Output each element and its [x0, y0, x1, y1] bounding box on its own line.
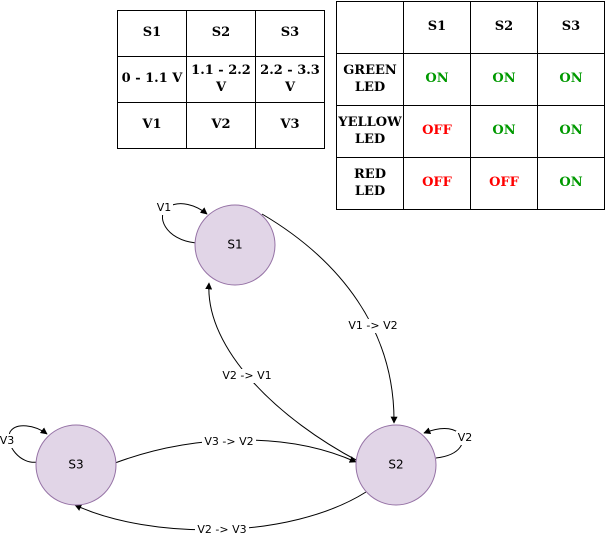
- state-node-s3: [35, 424, 117, 506]
- table-cell: S1: [117, 10, 187, 57]
- edge-label-s3-to-s2: V3 -> V2: [204, 435, 253, 448]
- row-label-line: LED: [354, 131, 386, 147]
- led-status-cell: ON: [537, 157, 605, 210]
- edge-label-s1-to-s2: V1 -> V2: [348, 319, 397, 332]
- state-label-s1: S1: [227, 238, 242, 252]
- table-cell: 2.2 - 3.3 V: [255, 56, 325, 103]
- table-header-cell: S2: [470, 1, 538, 54]
- edge-label-background: [221, 369, 273, 383]
- led-status-cell: OFF: [403, 157, 471, 210]
- state-label-s2: S2: [388, 458, 403, 472]
- row-label-line: YELLOW: [338, 114, 402, 130]
- edge-label-background: [195, 523, 249, 537]
- table-row: S1 S2 S3: [336, 1, 605, 54]
- transition-s1-to-s2: [261, 213, 398, 424]
- led-status-cell: OFF: [403, 105, 471, 158]
- table-cell: S2: [186, 10, 256, 57]
- state-node-s2: [355, 424, 437, 506]
- row-label-line: GREEN: [343, 62, 397, 78]
- table-cell: V2: [186, 102, 256, 149]
- edge-label-s3-self: V3: [0, 434, 14, 447]
- transition-s3-self-loop: [8, 425, 48, 463]
- led-status-cell: ON: [403, 53, 471, 106]
- table-cell: 0 - 1.1 V: [117, 56, 187, 103]
- led-status-cell: OFF: [470, 157, 538, 210]
- led-status-cell: ON: [470, 53, 538, 106]
- state-label-s3: S3: [68, 458, 83, 472]
- table-cell: V3: [255, 102, 325, 149]
- state-node-s1: [194, 204, 276, 286]
- edge-label-background: [202, 435, 256, 449]
- edge-label-background: [0, 434, 16, 448]
- table-cell: V1: [117, 102, 187, 149]
- table-header-cell: S3: [537, 1, 605, 54]
- edge-label-background: [347, 319, 399, 333]
- table-row: V1 V2 V3: [117, 102, 325, 149]
- edge-label-background: [155, 201, 173, 215]
- row-label-line: LED: [354, 79, 386, 95]
- led-status-cell: ON: [470, 105, 538, 158]
- edge-label-s2-self: V2: [458, 431, 473, 444]
- table-corner-cell: [336, 1, 404, 54]
- table-row: 0 - 1.1 V 1.1 - 2.2 V 2.2 - 3.3 V: [117, 56, 325, 103]
- edge-label-s2-to-s3: V2 -> V3: [197, 523, 246, 536]
- row-label-line: RED: [354, 166, 386, 182]
- table-row: S1 S2 S3: [117, 10, 325, 57]
- voltage-range-table: S1 S2 S3 0 - 1.1 V 1.1 - 2.2 V 2.2 - 3.3…: [117, 10, 325, 149]
- edge-label-s2-to-s1: V2 -> V1: [222, 369, 271, 382]
- edge-label-background: [456, 431, 474, 445]
- edge-label-s1-self: V1: [157, 201, 172, 214]
- row-label-line: LED: [354, 183, 386, 199]
